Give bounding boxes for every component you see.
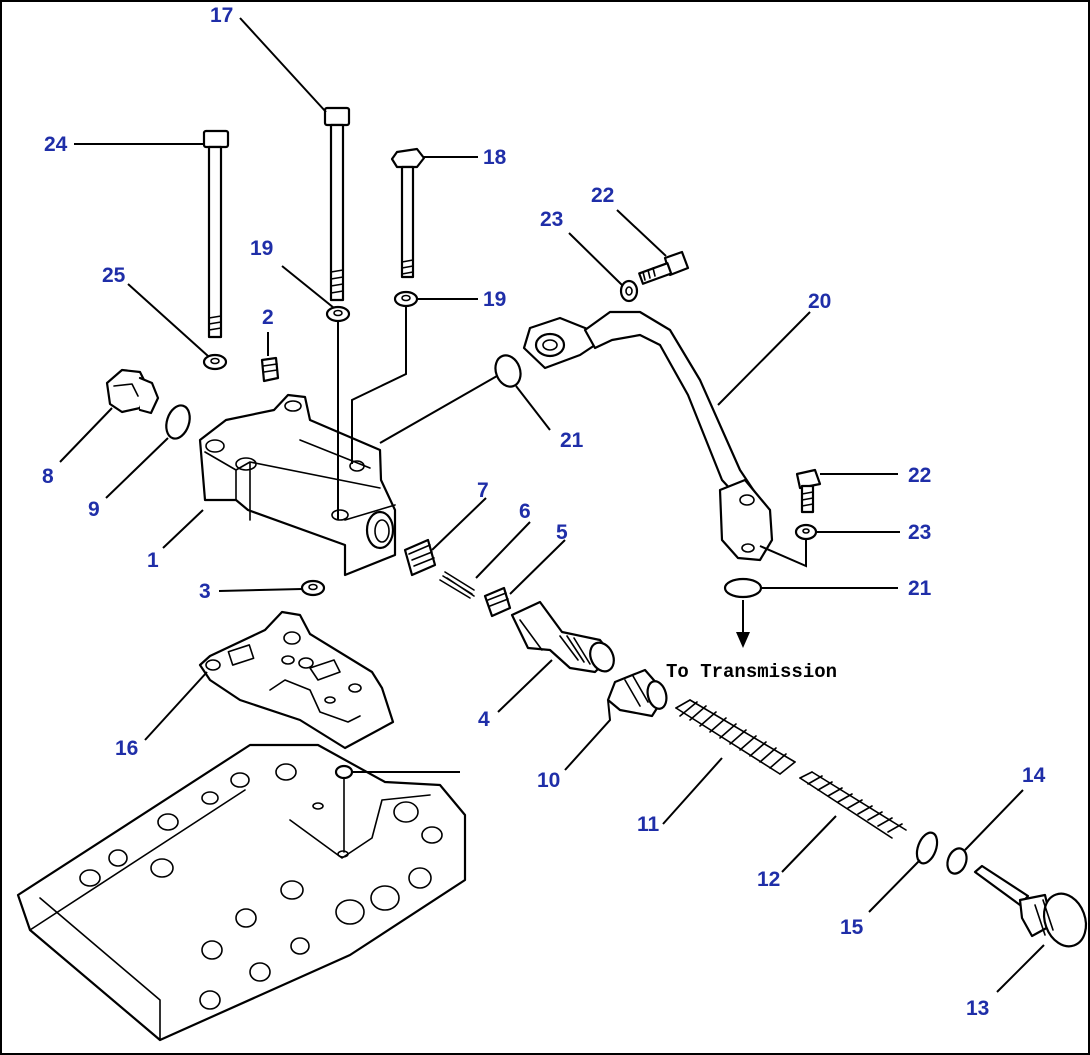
callout-3: 3 bbox=[199, 580, 211, 603]
part-24-long-bolt bbox=[202, 129, 230, 339]
callout-2: 2 bbox=[262, 306, 274, 329]
to-transmission-arrow bbox=[736, 600, 750, 648]
callout-20: 20 bbox=[808, 290, 831, 313]
to-transmission-note: To Transmission bbox=[666, 661, 837, 683]
callout-16: 16 bbox=[115, 737, 138, 760]
transmission-case bbox=[16, 743, 467, 1042]
part-12-spring bbox=[799, 771, 907, 839]
callout-14: 14 bbox=[1022, 764, 1046, 787]
callout-4: 4 bbox=[478, 708, 490, 731]
callout-19-a: 19 bbox=[250, 237, 273, 260]
part-19-washer-a bbox=[325, 305, 351, 323]
part-1-valve-body bbox=[198, 393, 397, 577]
part-18-bolt bbox=[390, 147, 426, 279]
part-19-washer-b bbox=[393, 290, 419, 308]
part-2-plug bbox=[260, 356, 280, 383]
part-11-spring bbox=[675, 699, 796, 775]
part-16-gasket bbox=[198, 610, 395, 750]
part-8-plug bbox=[105, 368, 160, 415]
part-21-o-ring-upper bbox=[494, 354, 522, 388]
part-6-spring bbox=[439, 571, 475, 599]
callout-12: 12 bbox=[757, 868, 780, 891]
callout-6: 6 bbox=[519, 500, 531, 523]
callout-5: 5 bbox=[556, 521, 568, 544]
callout-11: 11 bbox=[637, 813, 660, 836]
callout-21-b: 21 bbox=[908, 577, 932, 600]
callout-25: 25 bbox=[102, 264, 126, 287]
callout-22-b: 22 bbox=[908, 464, 931, 487]
callout-9: 9 bbox=[88, 498, 100, 521]
part-23-washer-upper bbox=[619, 279, 639, 303]
part-9-o-ring bbox=[165, 404, 191, 440]
part-4-spool bbox=[510, 600, 615, 674]
callout-13: 13 bbox=[966, 997, 989, 1020]
part-17-long-bolt bbox=[323, 106, 351, 302]
callout-1: 1 bbox=[147, 549, 159, 572]
callout-19-b: 19 bbox=[483, 288, 506, 311]
part-20-pipe bbox=[522, 310, 774, 562]
callout-23-b: 23 bbox=[908, 521, 931, 544]
callout-7: 7 bbox=[477, 479, 489, 502]
callout-10: 10 bbox=[537, 769, 560, 792]
part-14-washer bbox=[946, 847, 968, 875]
part-13-plug bbox=[973, 864, 1088, 948]
callout-24: 24 bbox=[44, 133, 68, 156]
part-21-o-ring-lower bbox=[723, 577, 763, 599]
part-3-washer bbox=[300, 579, 326, 597]
part-23-washer-lower bbox=[794, 523, 818, 541]
leader-lines bbox=[59, 17, 1045, 993]
callout-22-a: 22 bbox=[591, 184, 614, 207]
callout-23-a: 23 bbox=[540, 208, 563, 231]
callout-18: 18 bbox=[483, 146, 507, 169]
part-22-bolt-upper bbox=[638, 250, 690, 285]
part-22-bolt-lower bbox=[795, 468, 822, 514]
part-5-spring bbox=[483, 586, 512, 618]
callout-21-a: 21 bbox=[560, 429, 584, 452]
part-25-washer bbox=[202, 353, 228, 371]
part-15-o-ring bbox=[915, 831, 939, 865]
callout-8: 8 bbox=[42, 465, 54, 488]
callout-15: 15 bbox=[840, 916, 864, 939]
part-10-ring-spacer bbox=[606, 668, 668, 718]
part-7-spring bbox=[403, 538, 437, 577]
callout-17: 17 bbox=[210, 4, 233, 27]
